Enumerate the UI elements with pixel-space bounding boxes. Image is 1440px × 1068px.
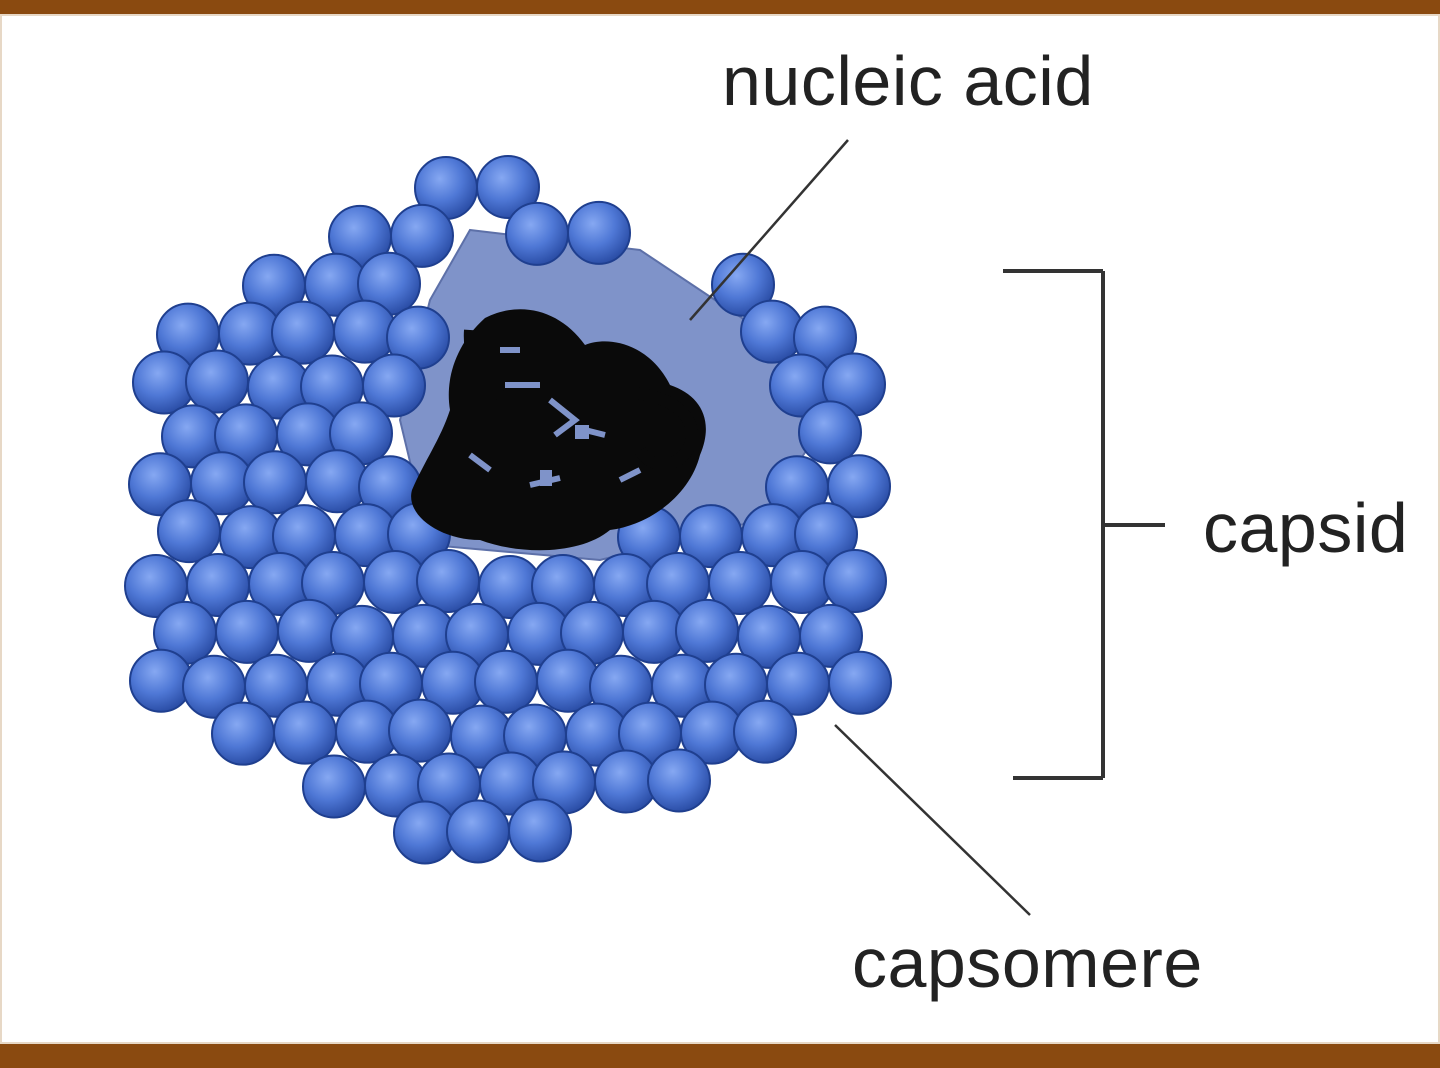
capsomere-label: capsomere [852, 924, 1203, 1002]
capsomere-sphere [508, 798, 572, 863]
leader-lines [689, 139, 1031, 916]
capsomere-sphere [505, 201, 569, 266]
capsomere-group [124, 155, 892, 865]
nucleic-acid-label: nucleic acid [722, 42, 1094, 120]
nucleic-acid [411, 309, 706, 551]
capsomere-sphere [711, 252, 775, 317]
capsid-bracket [1003, 269, 1165, 780]
capsomere-sphere [302, 754, 366, 819]
capsomere-sphere [215, 599, 279, 664]
capsomere-sphere [243, 450, 307, 515]
capsomere-sphere [823, 549, 887, 614]
capsomere-pointer [834, 724, 1031, 916]
capsomere-sphere [185, 349, 249, 414]
capsomere-sphere [273, 700, 337, 765]
capsomere-sphere [446, 799, 510, 864]
capsomere-sphere [476, 155, 540, 219]
capsomere-sphere [388, 698, 452, 763]
capsomere-sphere [828, 650, 892, 715]
capsomere-sphere [799, 603, 863, 668]
capsomere-sphere [798, 400, 862, 465]
capsomere-sphere [474, 649, 538, 714]
capsomere-sphere [827, 454, 891, 519]
capsomere-sphere [157, 499, 221, 564]
capsomere-sphere [362, 353, 426, 418]
capsid-label: capsid [1203, 489, 1408, 567]
capsomere-sphere [647, 748, 711, 813]
nucleic-acid-pointer [689, 139, 849, 321]
capsomere-sphere [211, 701, 275, 766]
capsomere-sphere [390, 203, 454, 268]
capsomere-sphere [416, 549, 480, 614]
capsomere-sphere [271, 300, 335, 365]
capsomere-sphere [675, 598, 739, 663]
virus-particle [124, 155, 892, 865]
capsomere-sphere [733, 699, 797, 764]
capsomere-sphere [567, 200, 631, 265]
